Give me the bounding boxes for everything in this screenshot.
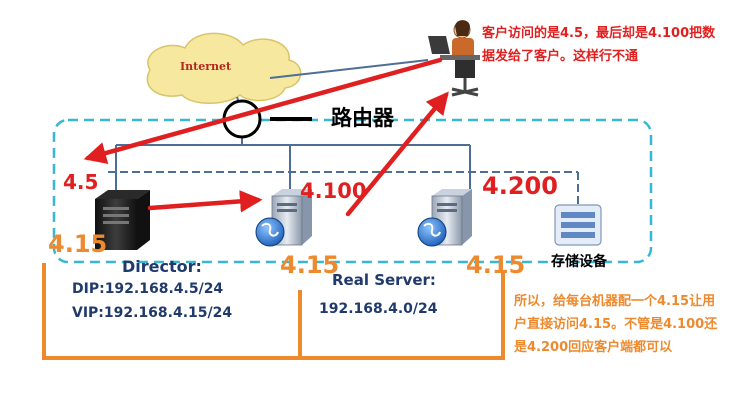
rs1-ip-label: 4.100 xyxy=(300,179,367,203)
director-ip-label: 4.5 xyxy=(63,170,99,194)
real-server-title: Real Server: xyxy=(332,271,436,289)
router-label: 路由器 xyxy=(331,106,394,130)
storage-label: 存储设备 xyxy=(551,254,607,270)
arrow-director-to-rs xyxy=(147,190,263,213)
user-at-computer-icon xyxy=(428,20,480,97)
rs1-vip-label: 4.15 xyxy=(280,251,340,279)
globe-icon xyxy=(255,217,285,247)
router-icon xyxy=(222,99,312,139)
arrow-rs-to-client xyxy=(345,91,449,217)
real-server-net: 192.168.4.0/24 xyxy=(319,301,438,317)
storage-icon xyxy=(554,204,602,246)
director-vip-label: 4.15 xyxy=(48,230,108,258)
solution-note: 所以，给每台机器配一个4.15让用户直接访问4.15。不管是4.100还是4.2… xyxy=(514,294,718,355)
arrow-client-to-director xyxy=(83,57,443,165)
rs2-vip-label: 4.15 xyxy=(466,251,526,279)
network-links xyxy=(108,59,579,205)
network-boundary-box xyxy=(52,118,653,264)
globe-icon xyxy=(417,217,447,247)
director-server-icon xyxy=(95,190,150,250)
director-title: Director: xyxy=(122,257,202,276)
director-vip-line: VIP:192.168.4.15/24 xyxy=(72,305,233,321)
problem-note: 客户访问的是4.5，最后却是4.100把数据发给了客户。这样行不通 xyxy=(482,26,716,64)
rs2-ip-label: 4.200 xyxy=(482,172,558,200)
vip-bracket xyxy=(42,263,505,360)
director-dip: DIP:192.168.4.5/24 xyxy=(72,281,224,297)
traffic-arrows xyxy=(83,57,449,217)
cloud-icon xyxy=(146,32,302,104)
internet-label: Internet xyxy=(180,60,232,73)
